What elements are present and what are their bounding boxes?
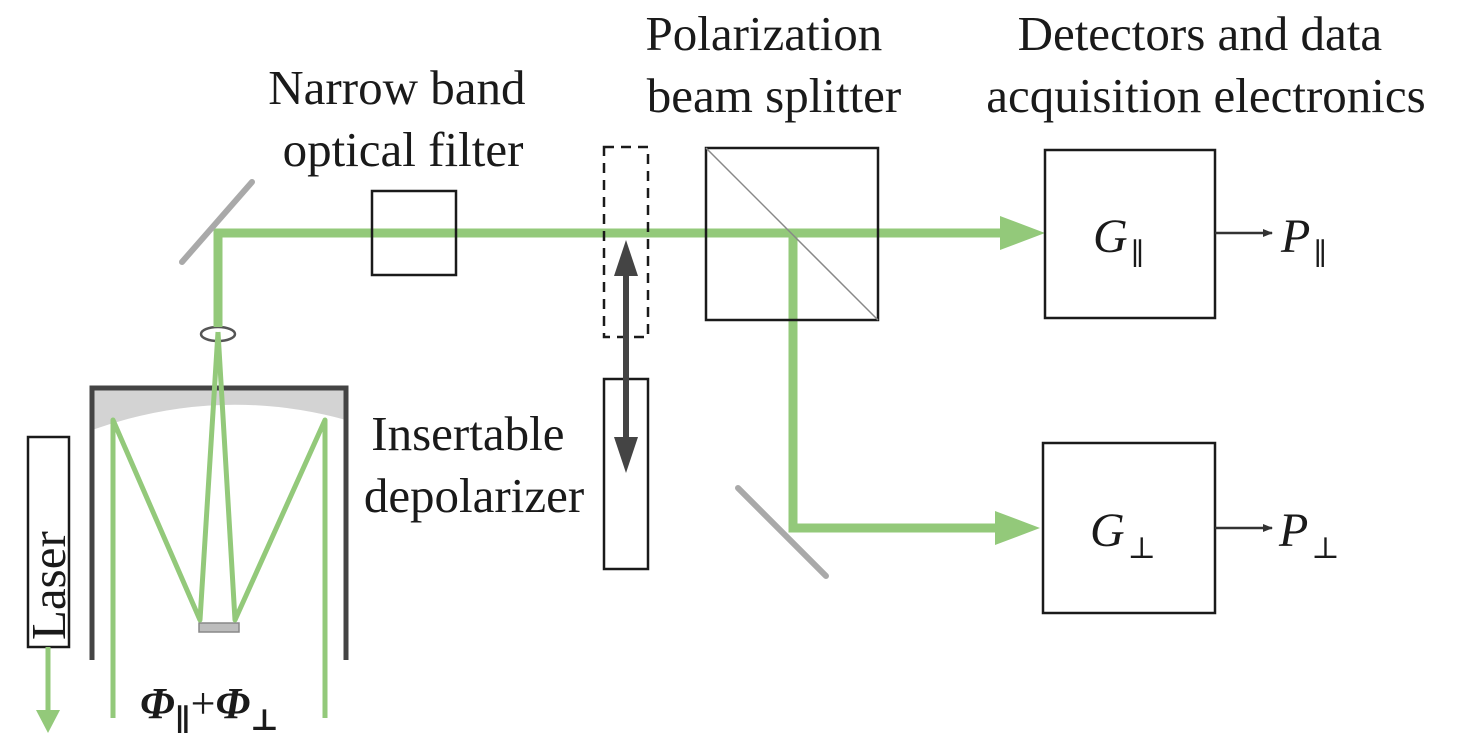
secondary-mirror: [198, 622, 240, 633]
splitter-diagonal: [705, 147, 879, 321]
detector-perpendicular-symbol: G⊥: [1090, 504, 1156, 565]
telescope-tube: [89, 385, 349, 660]
detector-perpendicular: [1041, 441, 1217, 615]
received-light-beams: [110, 331, 328, 718]
depolarizer-label: Insertable depolarizer: [364, 406, 584, 523]
detector-parallel: [1043, 148, 1217, 320]
beam-upper: [213, 228, 1010, 327]
fold-mirror-upper: [179, 179, 255, 265]
output-perpendicular-symbol: P⊥: [1278, 504, 1340, 565]
beam-right-path: [215, 331, 328, 718]
beam-lower: [788, 233, 1000, 533]
main-beam: [213, 216, 1045, 545]
primary-mirror: [92, 388, 346, 430]
splitter-label: Polarization beam splitter: [645, 6, 901, 123]
insertion-arrow-up: [614, 240, 638, 276]
laser-label: Laser: [21, 531, 76, 640]
narrow-band-filter: [370, 189, 458, 277]
beam-lower-arrowhead: [995, 511, 1040, 545]
laser: Laser: [21, 435, 76, 733]
laser-box: [26, 435, 71, 649]
beam-left-path: [110, 331, 221, 718]
received-signal-label: Φ∥+Φ⊥: [140, 679, 279, 737]
detector-parallel-symbol: G∥: [1093, 210, 1145, 271]
filter-label: Narrow band optical filter: [268, 60, 537, 177]
insertion-arrow-down: [614, 437, 638, 473]
depolarizer: [602, 145, 650, 571]
beam-upper-arrowhead: [1000, 216, 1045, 250]
output-parallel-symbol: P∥: [1280, 210, 1327, 271]
fold-mirror-lower: [735, 485, 829, 579]
polarization-beam-splitter: [704, 146, 880, 322]
laser-beam-arrowhead: [36, 710, 60, 733]
detectors-label: Detectors and data acquisition electroni…: [986, 6, 1426, 123]
